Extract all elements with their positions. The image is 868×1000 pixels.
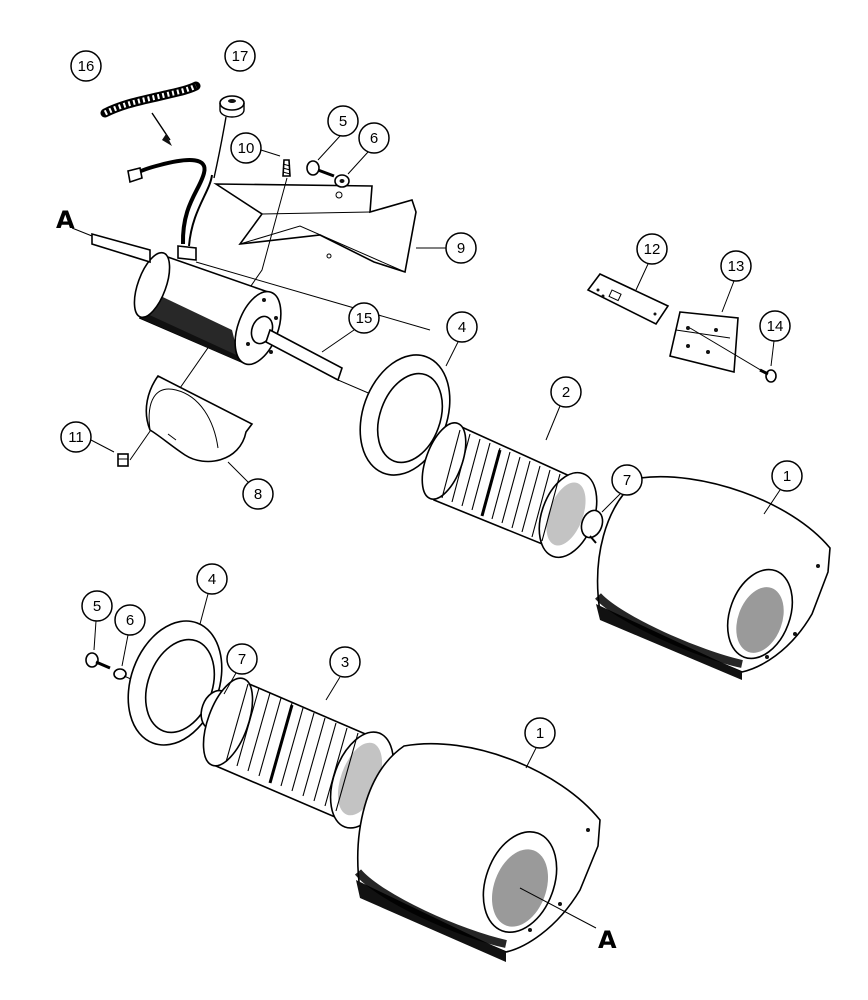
axis-line-A-bottom <box>519 887 597 929</box>
leader-4-top <box>445 341 459 367</box>
leader-11 <box>90 439 115 453</box>
svg-text:1: 1 <box>783 468 791 485</box>
leader-3 <box>325 676 341 701</box>
callout-1-top: 1 <box>771 460 803 492</box>
leader-6-top <box>347 151 369 175</box>
svg-text:16: 16 <box>78 58 95 75</box>
leader-12 <box>635 263 649 291</box>
svg-text:5: 5 <box>339 113 347 130</box>
mounting-strap-8 <box>145 374 254 463</box>
leader-6-bottom <box>121 634 129 667</box>
callout-4-bottom: 4 <box>196 563 228 595</box>
leader-10 <box>260 149 281 157</box>
svg-text:10: 10 <box>238 140 255 157</box>
svg-text:11: 11 <box>68 429 84 446</box>
leader-13-axis <box>689 327 765 373</box>
callout-10: 10 <box>230 132 262 164</box>
motor-wires <box>127 158 213 247</box>
svg-text:9: 9 <box>457 240 465 257</box>
callout-14: 14 <box>759 310 791 342</box>
callout-7-bottom: 7 <box>226 643 258 675</box>
retaining-ring-7-top <box>580 509 604 544</box>
leader-14 <box>770 340 775 367</box>
svg-text:1: 1 <box>536 725 544 742</box>
svg-text:2: 2 <box>562 384 570 401</box>
motor-bracket-9 <box>213 183 417 274</box>
reference-mark-A-top: A <box>56 206 75 234</box>
svg-text:13: 13 <box>728 258 745 275</box>
blower-motor <box>91 232 343 382</box>
grommet-17 <box>219 95 245 118</box>
svg-text:4: 4 <box>458 319 466 336</box>
svg-text:17: 17 <box>232 48 249 65</box>
callout-2: 2 <box>550 376 582 408</box>
reference-mark-A-bottom: A <box>598 926 617 954</box>
callout-9: 9 <box>445 232 477 264</box>
ring-plate-4-top <box>359 354 451 476</box>
callout-5-bottom: 5 <box>81 590 113 622</box>
svg-text:6: 6 <box>370 130 378 147</box>
screw-14 <box>759 368 777 383</box>
washer-6-bottom <box>113 668 127 680</box>
axis-line-A-top <box>71 227 93 237</box>
svg-text:5: 5 <box>93 598 101 615</box>
mounting-plate-13 <box>669 311 739 374</box>
callout-17: 17 <box>224 40 256 72</box>
leader-1-bottom <box>525 747 537 769</box>
leader-5-bottom <box>93 620 97 651</box>
leader-17 <box>213 116 227 179</box>
blower-housing-1-top <box>595 475 831 680</box>
axis-line-motor <box>195 261 431 331</box>
leader-4-bottom <box>199 593 209 625</box>
blower-wheel-2 <box>421 422 598 559</box>
callout-16: 16 <box>70 50 102 82</box>
callout-3: 3 <box>329 646 361 678</box>
screw-5-bottom <box>85 652 111 670</box>
svg-text:4: 4 <box>208 571 216 588</box>
callout-11: 11 <box>60 421 92 453</box>
leader-16 <box>151 112 171 141</box>
callout-5-top: 5 <box>327 105 359 137</box>
switch-plate-12 <box>586 272 670 326</box>
wire-harness-sleeve <box>100 81 201 118</box>
svg-text:3: 3 <box>341 654 349 671</box>
washer-6-top <box>334 174 350 188</box>
leader-2 <box>545 405 561 441</box>
svg-text:15: 15 <box>356 310 373 327</box>
leader-15 <box>321 329 355 353</box>
screw-10 <box>282 159 291 177</box>
svg-text:8: 8 <box>254 486 262 503</box>
callout-6-bottom: 6 <box>114 604 146 636</box>
callout-7-top: 7 <box>611 464 643 496</box>
callout-15: 15 <box>348 302 380 334</box>
screw-5-top <box>306 160 335 178</box>
leader-7-bottom <box>223 672 237 695</box>
nut-11 <box>117 453 129 467</box>
svg-text:6: 6 <box>126 612 134 629</box>
callout-4-top: 4 <box>446 311 478 343</box>
leader-8 <box>227 461 249 483</box>
callout-6-top: 6 <box>358 122 390 154</box>
callout-8: 8 <box>242 478 274 510</box>
callout-1-bottom: 1 <box>524 717 556 749</box>
callout-12: 12 <box>636 233 668 265</box>
leader-13 <box>721 280 735 313</box>
svg-text:12: 12 <box>644 241 661 258</box>
leader-7-top <box>601 493 621 513</box>
leader-1-top <box>763 489 781 515</box>
ring-plate-4-bottom <box>127 620 223 746</box>
blower-housing-1-bottom <box>354 742 601 962</box>
svg-text:7: 7 <box>238 651 246 668</box>
svg-text:7: 7 <box>623 472 631 489</box>
leader-5-top <box>317 135 341 161</box>
callout-13: 13 <box>720 250 752 282</box>
svg-text:14: 14 <box>767 318 784 335</box>
